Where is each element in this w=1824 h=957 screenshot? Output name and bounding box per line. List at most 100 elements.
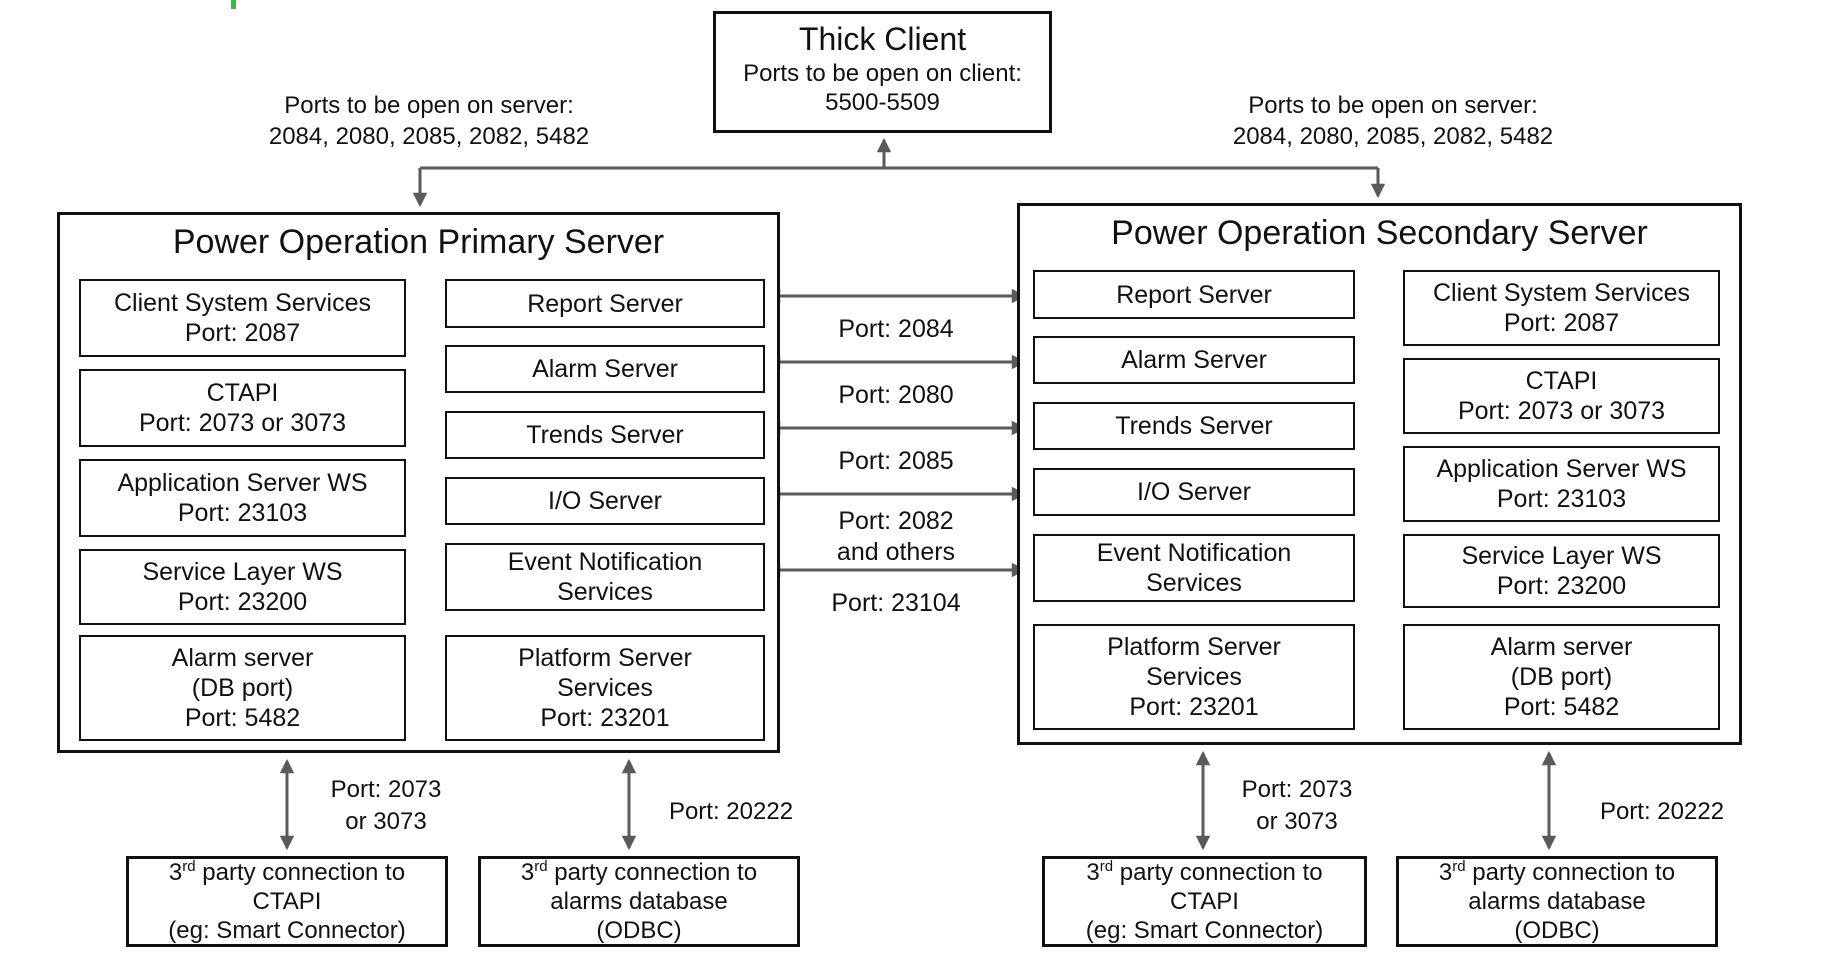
third-sup: rd (1452, 858, 1466, 875)
secondary-application-server-ws-box: Application Server WS Port: 23103 (1403, 446, 1720, 522)
left-server-ports-note: Ports to be open on server: 2084, 2080, … (229, 90, 629, 152)
port-label-2082: Port: 2082 (838, 507, 954, 535)
thick-client-ports: 5500-5509 (825, 89, 940, 116)
box-line: Event Notification (507, 548, 703, 576)
secondary-odbc-port-label: Port: 20222 (1599, 798, 1725, 825)
left-note-line1: Ports to be open on server: (284, 92, 574, 119)
secondary-third-party-odbc-box: 3rd party connection to alarms database … (1396, 856, 1718, 947)
box-line: Port: 23103 (177, 499, 308, 527)
port-label-2080: Port: 2080 (838, 381, 954, 409)
port-label-2082-and-others: Port: 2082 and others (756, 506, 1036, 568)
box-line: Port: 2087 (184, 319, 301, 347)
box-line: Service Layer WS (142, 558, 343, 586)
box-line: Platform Server (1107, 633, 1281, 661)
box-line: Port: 23201 (540, 704, 670, 732)
third-sup: rd (534, 858, 548, 875)
box-line: 3rd party connection to (1439, 858, 1675, 887)
box-line: I/O Server (548, 487, 662, 515)
box-line: (ODBC) (1514, 917, 1600, 944)
box-line: I/O Server (1137, 478, 1251, 506)
box-line: CTAPI (1525, 367, 1598, 395)
primary-io-server-box: I/O Server (445, 477, 765, 525)
primary-server-box: Power Operation Primary Server Client Sy… (57, 212, 780, 753)
secondary-ctapi-port-label: Port: 2073 or 3073 (1212, 774, 1382, 838)
secondary-alarm-server-box: Alarm Server (1033, 336, 1355, 384)
box-line: Services (557, 578, 653, 606)
port-label-2085: Port: 2085 (838, 447, 954, 475)
primary-report-server-box: Report Server (445, 279, 765, 328)
third-base: 3 (168, 859, 183, 886)
secondary-platform-server-services-box: Platform Server Services Port: 23201 (1033, 624, 1355, 730)
secondary-third-party-ctapi-box: 3rd party connection to CTAPI (eg: Smart… (1042, 856, 1367, 947)
port-2073-line: Port: 2073 (330, 776, 442, 803)
primary-ctapi-port-label: Port: 2073 or 3073 (301, 774, 471, 838)
box-line: 3rd party connection to (1086, 858, 1322, 887)
box-line: Port: 2087 (1503, 309, 1620, 337)
box-line: Service Layer WS (1461, 542, 1662, 570)
box-line: Client System Services (113, 289, 372, 317)
box-line: alarms database (550, 888, 728, 915)
secondary-server-title: Power Operation Secondary Server (1111, 214, 1648, 252)
box-line: alarms database (1468, 888, 1646, 915)
third-base: 3 (1086, 859, 1100, 886)
box-line: (ODBC) (596, 917, 682, 944)
box-line: Services (1146, 569, 1242, 597)
box-line: Alarm server (1490, 633, 1633, 661)
primary-service-layer-ws-box: Service Layer WS Port: 23200 (79, 549, 406, 625)
box-line: Port: 23201 (1129, 693, 1259, 721)
box-line: Port: 2073 or 3073 (1457, 397, 1666, 425)
port-label-2084: Port: 2084 (838, 315, 954, 343)
box-line: Services (557, 674, 653, 702)
thick-client-box: Thick Client Ports to be open on client:… (713, 11, 1052, 133)
box-line: Trends Server (526, 421, 684, 449)
box-line: Event Notification (1096, 539, 1292, 567)
third-rest: party connection to (1113, 859, 1323, 886)
left-note-line2: 2084, 2080, 2085, 2082, 5482 (268, 123, 590, 150)
box-line: Report Server (1116, 280, 1272, 309)
primary-ctapi-box: CTAPI Port: 2073 or 3073 (79, 369, 406, 447)
primary-application-server-ws-box: Application Server WS Port: 23103 (79, 459, 406, 537)
box-line: (DB port) (1510, 663, 1613, 691)
box-line: 3rd party connection to (521, 858, 757, 887)
box-line: Port: 2073 or 3073 (138, 409, 347, 437)
primary-trends-server-box: Trends Server (445, 411, 765, 459)
secondary-report-server-box: Report Server (1033, 270, 1355, 319)
box-line: 3rd party connection to (169, 858, 405, 887)
primary-third-party-odbc-box: 3rd party connection to alarms database … (478, 856, 800, 947)
or-3073-line: or 3073 (1256, 808, 1338, 835)
thick-client-title: Thick Client (798, 21, 967, 57)
box-line: Alarm Server (1121, 346, 1267, 374)
box-line: Alarm Server (532, 355, 678, 383)
secondary-trends-server-box: Trends Server (1033, 402, 1355, 450)
box-line: Port: 5482 (1503, 693, 1620, 721)
third-base: 3 (1438, 859, 1453, 886)
primary-server-title: Power Operation Primary Server (172, 223, 665, 261)
third-rest: party connection to (1465, 859, 1676, 886)
right-note-line2: 2084, 2080, 2085, 2082, 5482 (1232, 123, 1554, 150)
box-line: Client System Services (1432, 279, 1691, 307)
box-line: Services (1146, 663, 1242, 691)
primary-client-system-services-box: Client System Services Port: 2087 (79, 279, 406, 357)
box-line: Application Server WS (1436, 455, 1687, 483)
box-line: Report Server (527, 289, 683, 318)
secondary-server-box: Power Operation Secondary Server Report … (1017, 203, 1742, 745)
secondary-ctapi-box: CTAPI Port: 2073 or 3073 (1403, 358, 1720, 434)
right-server-ports-note: Ports to be open on server: 2084, 2080, … (1193, 90, 1593, 152)
secondary-io-server-box: I/O Server (1033, 468, 1355, 516)
primary-third-party-ctapi-box: 3rd party connection to CTAPI (eg: Smart… (126, 856, 448, 947)
green-artifact-mark (231, 0, 236, 9)
third-rest: party connection to (195, 859, 406, 886)
box-line: CTAPI (206, 379, 279, 407)
secondary-service-layer-ws-box: Service Layer WS Port: 23200 (1403, 534, 1720, 608)
primary-alarm-server-db-box: Alarm server (DB port) Port: 5482 (79, 635, 406, 741)
box-line: CTAPI (252, 888, 322, 915)
thick-client-subtitle: Ports to be open on client: (743, 60, 1022, 87)
box-line: (DB port) (191, 674, 294, 702)
box-line: Platform Server (518, 644, 692, 672)
box-line: (eg: Smart Connector) (168, 917, 406, 944)
secondary-alarm-server-db-box: Alarm server (DB port) Port: 5482 (1403, 624, 1720, 730)
primary-platform-server-services-box: Platform Server Services Port: 23201 (445, 635, 765, 741)
box-line: Application Server WS (117, 469, 368, 497)
primary-alarm-server-box: Alarm Server (445, 345, 765, 393)
